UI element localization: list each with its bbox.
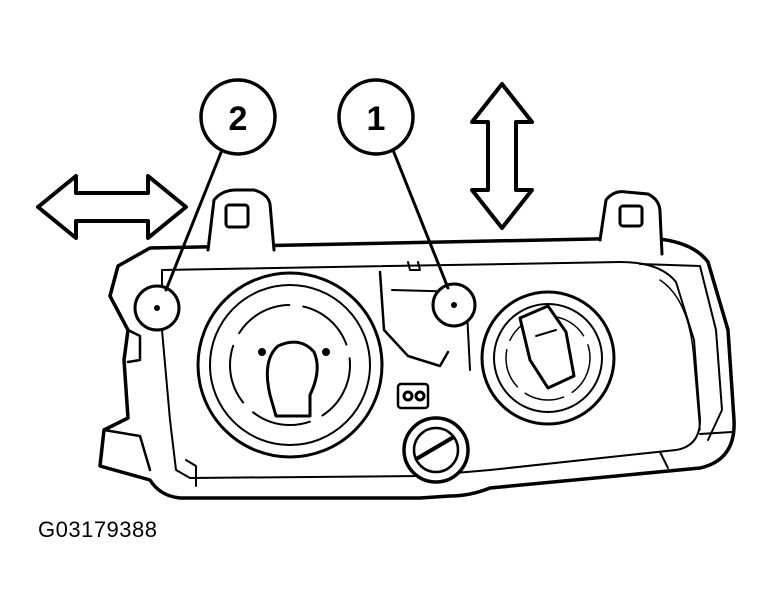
wiring-connector	[396, 382, 430, 410]
horizontal-double-arrow-icon	[36, 174, 188, 240]
adjuster-screw-1	[431, 282, 477, 328]
callout-number-1: 1	[367, 100, 386, 138]
headlamp-housing	[98, 188, 736, 500]
callout-1: 1	[337, 78, 415, 156]
leader-line-2	[164, 148, 224, 292]
figure-id-label: G03179388	[38, 517, 158, 542]
vertical-double-arrow-icon	[470, 82, 534, 230]
high-beam-reflector	[480, 290, 616, 426]
adjuster-screw-2	[133, 284, 181, 332]
low-beam-reflector	[196, 271, 384, 459]
callout-2: 2	[199, 78, 277, 156]
adjuster-screw-icon	[402, 416, 470, 484]
leader-line-1	[391, 148, 450, 290]
callout-number-2: 2	[229, 100, 248, 138]
